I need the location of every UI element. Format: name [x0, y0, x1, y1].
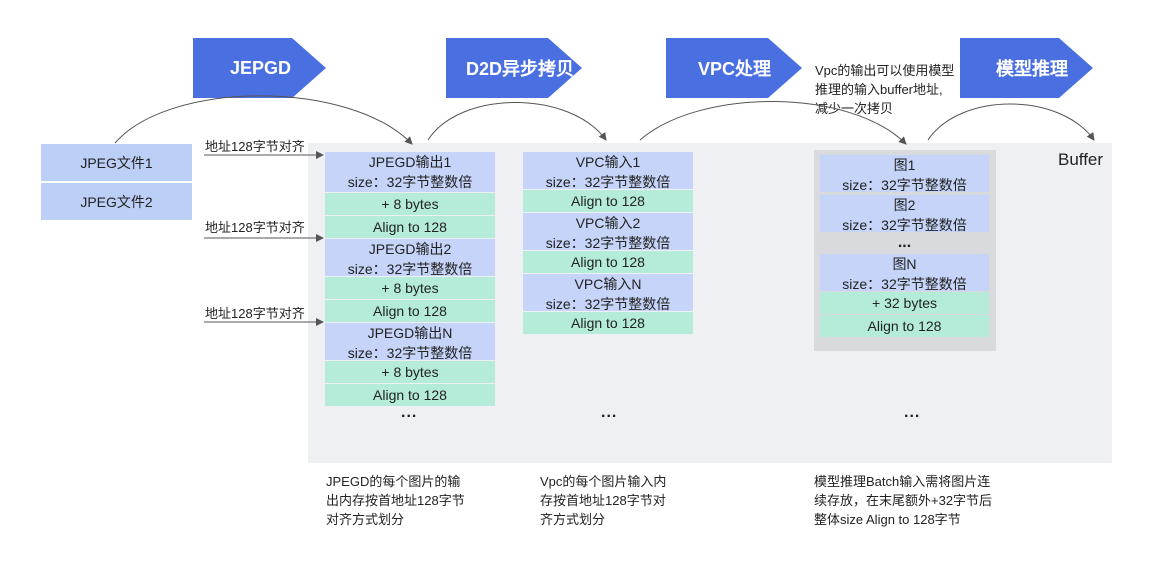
jpegd-output-block: JPEGD输出2 size：32字节整数倍 — [325, 239, 495, 277]
align-cell: Align to 128 — [523, 190, 693, 212]
flow-arc-jpegd-to-vpc — [427, 102, 607, 141]
address-align-label: 地址128字节对齐 — [205, 306, 305, 321]
note-line: 存按首地址128字节对 — [540, 493, 666, 508]
step-label: 模型推理 — [996, 59, 1068, 79]
align-cell: Align to 128 — [523, 312, 693, 334]
pad-cell: + 8 bytes — [325, 277, 495, 299]
model-input-column: 图1 size：32字节整数倍 图2 size：32字节整数倍 ... 图N s… — [820, 155, 989, 337]
image-block: 图2 size：32字节整数倍 — [820, 195, 989, 233]
step-d2d-copy: D2D异步拷贝 — [446, 38, 582, 98]
file-label: JPEG文件2 — [80, 193, 153, 210]
vpc-input-block: VPC输入N size：32字节整数倍 — [523, 274, 693, 312]
flow-arc-jpeg-to-jpegd — [114, 95, 413, 145]
block-title: 图1 — [893, 157, 916, 173]
align-cell: Align to 128 — [325, 216, 495, 238]
block-size: size：32字节整数倍 — [545, 174, 671, 190]
vpc-input-block: VPC输入1 size：32字节整数倍 — [523, 152, 693, 190]
note-line: 齐方式划分 — [540, 512, 606, 527]
note-line: JPEGD的每个图片的输 — [326, 474, 461, 489]
block-title: JPEGD输出N — [367, 325, 453, 341]
align-cell: Align to 128 — [325, 384, 495, 406]
note-line: 对齐方式划分 — [326, 512, 405, 527]
file-label: JPEG文件1 — [80, 154, 153, 171]
vpc-input-block: VPC输入2 size：32字节整数倍 — [523, 213, 693, 251]
block-title: VPC输入2 — [575, 215, 641, 231]
align-cell: Align to 128 — [523, 251, 693, 273]
block-size: size：32字节整数倍 — [347, 345, 473, 361]
block-title: 图N — [892, 256, 917, 272]
block-size: size：32字节整数倍 — [347, 174, 473, 190]
block-title: VPC输入1 — [575, 154, 641, 170]
note-line: 推理的输入buffer地址, — [815, 82, 943, 97]
block-title: JPEGD输出1 — [368, 154, 452, 170]
pad-cell: + 8 bytes — [325, 361, 495, 383]
step-label: JEPGD — [230, 57, 292, 78]
align-cell: Align to 128 — [325, 300, 495, 322]
block-size: size：32字节整数倍 — [545, 296, 671, 312]
block-title: VPC输入N — [574, 276, 642, 292]
note-line: 减少一次拷贝 — [815, 101, 894, 116]
note-line: 出内存按首地址128字节 — [326, 493, 465, 508]
block-size: size：32字节整数倍 — [842, 217, 967, 233]
flow-arc-model-to-buffer — [927, 103, 1095, 141]
address-align-label: 地址128字节对齐 — [205, 139, 305, 154]
note-line: 模型推理Batch输入需将图片连 — [814, 474, 991, 489]
block-size: size：32字节整数倍 — [347, 261, 473, 277]
step-vpc: VPC处理 — [666, 38, 802, 98]
jpegd-output-block: JPEGD输出N size：32字节整数倍 — [325, 323, 495, 361]
inner-ellipsis: ... — [897, 234, 912, 251]
column-ellipsis: ... — [601, 404, 618, 421]
address-align-label: 地址128字节对齐 — [205, 220, 305, 235]
image-block: 图N size：32字节整数倍 — [820, 254, 989, 292]
block-title: JPEGD输出2 — [368, 241, 452, 257]
pad-cell: + 32 bytes — [820, 292, 989, 314]
block-size: size：32字节整数倍 — [842, 276, 967, 292]
jpegd-output-block: JPEGD输出1 size：32字节整数倍 — [325, 152, 495, 192]
jpeg-file-2: JPEG文件2 — [41, 183, 192, 220]
step-label: D2D异步拷贝 — [466, 59, 575, 79]
buffer-label: Buffer — [1058, 150, 1104, 169]
vpc-input-column: VPC输入1 size：32字节整数倍 Align to 128 VPC输入2 … — [523, 152, 693, 334]
note-line: 整体size Align to 128字节 — [814, 512, 961, 527]
pad-cell: + 8 bytes — [325, 193, 495, 215]
note-line: Vpc的每个图片输入内 — [540, 474, 667, 489]
step-label: VPC处理 — [698, 59, 772, 79]
vpc-output-note: Vpc的输出可以使用模型 推理的输入buffer地址, 减少一次拷贝 — [815, 61, 954, 118]
jpeg-file-1: JPEG文件1 — [41, 144, 192, 181]
note-line: Vpc的输出可以使用模型 — [815, 63, 955, 78]
jpegd-layout-note: JPEGD的每个图片的输 出内存按首地址128字节 对齐方式划分 — [326, 472, 465, 529]
block-size: size：32字节整数倍 — [842, 177, 967, 193]
note-line: 续存放，在末尾额外+32字节后 — [814, 493, 993, 508]
image-block: 图1 size：32字节整数倍 — [820, 155, 989, 193]
model-layout-note: 模型推理Batch输入需将图片连 续存放，在末尾额外+32字节后 整体size … — [814, 472, 992, 529]
align-cell: Align to 128 — [820, 315, 989, 337]
column-ellipsis: ... — [904, 404, 921, 421]
flow-arc-vpc-to-model — [639, 101, 907, 145]
block-title: 图2 — [893, 197, 916, 213]
vpc-layout-note: Vpc的每个图片输入内 存按首地址128字节对 齐方式划分 — [540, 472, 666, 529]
jpegd-output-column: JPEGD输出1 size：32字节整数倍 + 8 bytes Align to… — [325, 152, 495, 406]
column-ellipsis: ... — [401, 404, 418, 421]
block-size: size：32字节整数倍 — [545, 235, 671, 251]
